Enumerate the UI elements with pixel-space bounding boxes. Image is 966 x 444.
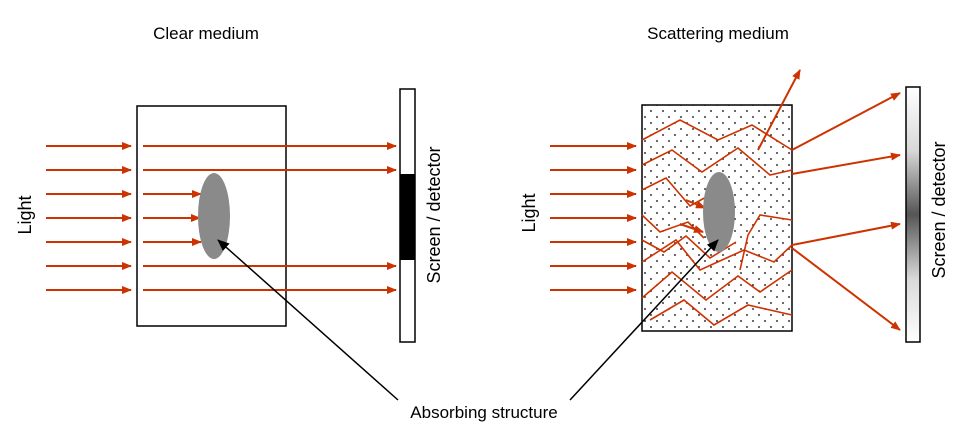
scattering-medium-title: Scattering medium xyxy=(647,24,789,43)
exit-ray xyxy=(791,247,901,331)
right-exit-rays xyxy=(757,69,901,331)
right-screen-label: Screen / detector xyxy=(929,141,949,278)
callout-pointer-right xyxy=(569,239,719,401)
right-absorbing-structure xyxy=(703,172,735,252)
right-light-label: Light xyxy=(519,193,539,232)
left-internal-rays xyxy=(143,142,397,294)
exit-ray xyxy=(791,92,901,151)
right-incoming-rays xyxy=(550,142,637,294)
exit-ray xyxy=(791,221,901,246)
scattered-path xyxy=(641,147,793,176)
left-absorbing-structure xyxy=(198,173,230,259)
scattering-medium-panel: Scattering medium Light xyxy=(519,24,949,343)
callout-pointer-left xyxy=(217,239,399,401)
clear-medium-panel: Clear medium Light Scr xyxy=(15,24,444,343)
scattered-path xyxy=(641,269,793,302)
scattered-ray xyxy=(679,223,704,233)
scattered-path xyxy=(641,238,793,271)
exit-ray xyxy=(791,152,901,175)
left-light-label: Light xyxy=(15,195,35,234)
escaping-ray xyxy=(757,69,801,151)
scattered-path xyxy=(649,299,793,326)
left-screen-label: Screen / detector xyxy=(424,146,444,283)
scattered-path xyxy=(641,234,737,259)
absorbing-structure-label: Absorbing structure xyxy=(410,403,557,422)
scattered-ray xyxy=(685,199,706,209)
absorbing-structure-callout xyxy=(217,239,719,401)
left-screen-shadow xyxy=(400,174,415,260)
scattered-paths xyxy=(641,119,793,326)
right-screen xyxy=(905,86,921,343)
scattered-path xyxy=(641,119,793,151)
scattered-arrows-inside xyxy=(679,199,706,233)
clear-medium-title: Clear medium xyxy=(153,24,259,43)
left-incoming-rays xyxy=(46,142,132,294)
scattered-path xyxy=(739,214,793,271)
